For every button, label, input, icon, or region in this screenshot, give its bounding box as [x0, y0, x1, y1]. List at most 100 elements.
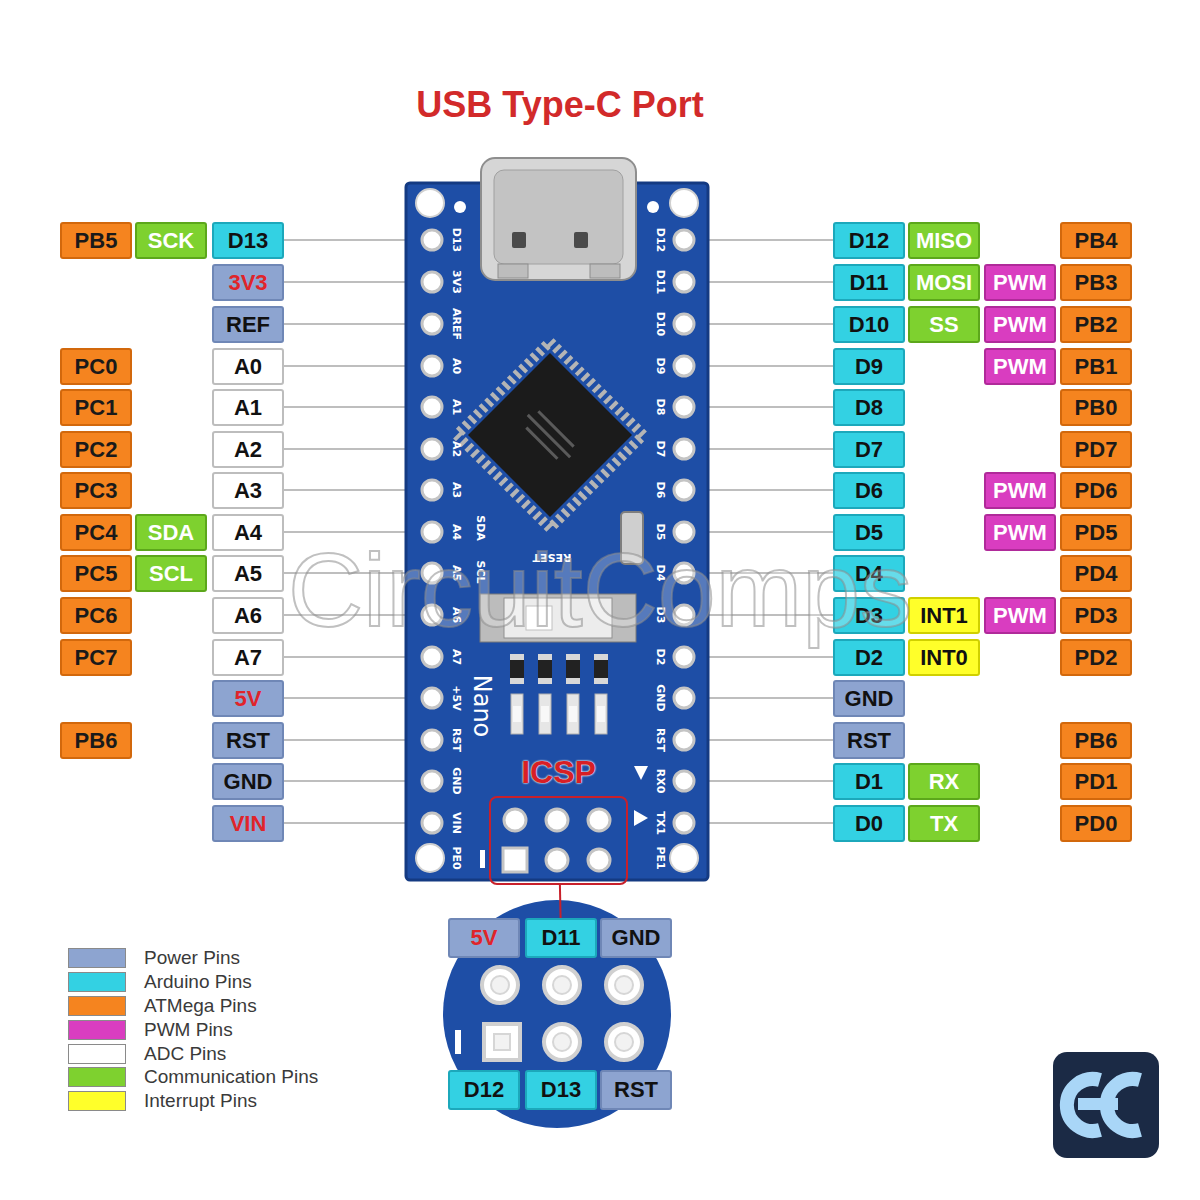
leader-line — [694, 323, 833, 325]
pin-label-box: PD7 — [1060, 431, 1132, 468]
pin-hole — [422, 397, 442, 417]
leader-line — [283, 406, 422, 408]
pin-name: 3V3 — [228, 270, 267, 296]
leader-line — [283, 323, 422, 325]
leader-line — [694, 489, 833, 491]
pin-label-box: MISO — [908, 222, 980, 259]
icsp-hole — [504, 809, 526, 831]
pin1-mark — [480, 850, 485, 868]
pin-name: A4 — [234, 520, 262, 546]
pin-name: REF — [226, 312, 270, 338]
leader-line — [283, 489, 422, 491]
pin-name: PD3 — [1075, 603, 1118, 629]
pin-name: PB3 — [1075, 270, 1118, 296]
icsp-hole-center — [553, 976, 571, 994]
pin-label-box: D13 — [212, 222, 284, 259]
mounting-hole — [670, 189, 698, 217]
pin-name: TX — [930, 811, 958, 837]
via — [454, 201, 466, 213]
pin-label-box: PWM — [984, 514, 1056, 551]
pin-name: PC4 — [75, 520, 118, 546]
led — [511, 694, 523, 734]
pin-name: MISO — [916, 228, 972, 254]
icsp-square-pad — [484, 1024, 520, 1060]
icsp-hole — [482, 967, 518, 1003]
pin-label-box: 5V — [448, 918, 520, 958]
pin-label-box: PD2 — [1060, 639, 1132, 676]
pin-name: D13 — [228, 228, 268, 254]
pin-name: 5V — [235, 686, 262, 712]
pin-hole — [674, 647, 694, 667]
legend-entry: PWM Pins — [68, 1019, 233, 1041]
leader-line — [283, 739, 422, 741]
pin-name: PWM — [993, 520, 1047, 546]
pin-label-box: MOSI — [908, 264, 980, 301]
pin-label-box: D6 — [833, 472, 905, 509]
legend-swatch — [68, 1044, 126, 1064]
pin-name: PC2 — [75, 437, 118, 463]
pin-label-box: REF — [212, 306, 284, 343]
leader-line — [694, 281, 833, 283]
crystal — [621, 512, 643, 564]
resistor-symbol — [510, 660, 524, 678]
pin-label-box: PB0 — [1060, 389, 1132, 426]
resistor-symbol — [538, 660, 552, 678]
led — [595, 694, 607, 734]
pin-hole — [422, 480, 442, 500]
legend-entry: Arduino Pins — [68, 971, 252, 993]
pin-hole — [422, 230, 442, 250]
legend-swatch — [68, 1020, 126, 1040]
pin-label-box: 3V3 — [212, 264, 284, 301]
pin-label-box: D8 — [833, 389, 905, 426]
pin-name: PD4 — [1075, 561, 1118, 587]
leader-line — [694, 780, 833, 782]
pin-name: D10 — [849, 312, 889, 338]
led-lens — [569, 706, 577, 722]
pin-name: RST — [847, 728, 891, 754]
pin-name: INT1 — [920, 603, 968, 629]
arrow-mark — [634, 810, 648, 826]
pin-hole — [422, 730, 442, 750]
pin-hole — [422, 688, 442, 708]
legend-swatch — [68, 972, 126, 992]
pin-label-box: PC1 — [60, 389, 132, 426]
pin-name: PD6 — [1075, 478, 1118, 504]
leader-line — [283, 239, 422, 241]
pin-name: D11 — [849, 270, 888, 296]
pin-name: GND — [845, 686, 894, 712]
led-lens — [541, 706, 549, 722]
pin-name: D12 — [464, 1077, 504, 1103]
pin-label-box: A5 — [212, 555, 284, 592]
pin-hole — [674, 314, 694, 334]
pin-hole — [422, 356, 442, 376]
pin-name: A3 — [234, 478, 262, 504]
pin-label-box: PB2 — [1060, 306, 1132, 343]
icsp-hole — [588, 809, 610, 831]
pin-label-box: PC4 — [60, 514, 132, 551]
pin-label-box: D13 — [525, 1070, 597, 1110]
pin-label-box: PB3 — [1060, 264, 1132, 301]
pin-label-box: PC0 — [60, 348, 132, 385]
pin-label-box: GND — [600, 918, 672, 958]
pin-label-box: A4 — [212, 514, 284, 551]
logo-mark — [1078, 1098, 1118, 1110]
icsp-square-center — [494, 1034, 510, 1050]
callout-heading: ICSP — [521, 752, 596, 792]
pin-name: A7 — [234, 645, 262, 671]
pin-label-box: D5 — [833, 514, 905, 551]
pin-label-box: PB5 — [60, 222, 132, 259]
icsp-hole — [546, 809, 568, 831]
icsp-hole — [546, 849, 568, 871]
pin-label-box: PD1 — [1060, 763, 1132, 800]
pin-hole — [674, 813, 694, 833]
pin-name: SCL — [149, 561, 193, 587]
leader-line — [694, 406, 833, 408]
reset-button-base — [480, 594, 636, 642]
pin-hole — [422, 522, 442, 542]
pin-label-box: RST — [600, 1070, 672, 1110]
icsp-hole — [544, 967, 580, 1003]
resistor-end — [566, 654, 580, 684]
legend-entry: Communication Pins — [68, 1066, 318, 1088]
pin-label-box: SDA — [135, 514, 207, 551]
pin-name: D6 — [855, 478, 883, 504]
